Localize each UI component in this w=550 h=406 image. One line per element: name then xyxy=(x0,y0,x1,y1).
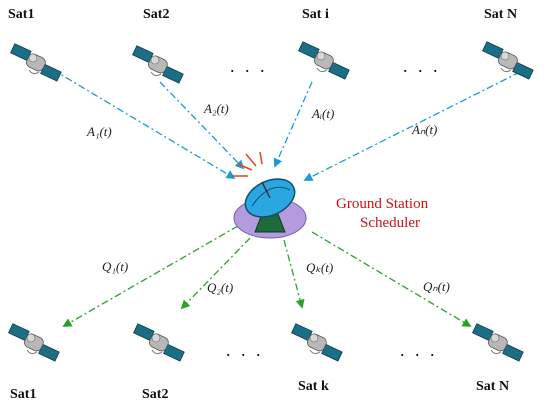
top-sat-label-i: Sat i xyxy=(302,7,329,22)
queue-arrow-k xyxy=(283,239,305,309)
satellite-icon xyxy=(10,43,62,82)
top-sat-label-2: Sat2 xyxy=(143,7,169,22)
arrival-label-2: A₂(t) xyxy=(203,101,229,116)
arrival-arrow-1 xyxy=(39,61,236,179)
arrival-label-n: Aₙ(t) xyxy=(411,122,437,137)
queue-label-n: Qₙ(t) xyxy=(423,279,450,294)
ground-station-antenna-icon xyxy=(232,151,307,239)
satellite-icon xyxy=(133,323,185,362)
bottom-sat-label-n: Sat N xyxy=(476,379,509,394)
arrival-arrow-i xyxy=(273,81,313,168)
satellite-icon xyxy=(291,323,343,362)
top-ellipsis-2: . . . xyxy=(403,56,441,76)
bottom-ellipsis-2: . . . xyxy=(400,340,438,360)
queue-label-1: Q₁(t) xyxy=(102,259,128,274)
bottom-sat-label-2: Sat2 xyxy=(142,387,168,402)
queue-label-k: Qₖ(t) xyxy=(306,260,333,275)
bottom-sat-label-k: Sat k xyxy=(298,379,329,394)
bottom-ellipsis-1: . . . xyxy=(226,340,264,360)
ground-station-label-line1: Ground Station xyxy=(336,196,429,212)
satellite-icon xyxy=(132,45,184,84)
satellite-icon xyxy=(472,323,524,362)
bottom-sat-label-1: Sat1 xyxy=(10,387,36,402)
arrival-label-i: Aᵢ(t) xyxy=(311,106,334,121)
queue-arrow-n xyxy=(311,231,472,327)
satellite-icon xyxy=(298,41,350,80)
queue-arrow-2 xyxy=(180,237,251,310)
top-sat-label-1: Sat1 xyxy=(8,7,34,22)
satellite-icon xyxy=(482,41,534,80)
top-sat-label-n: Sat N xyxy=(484,7,517,22)
satellite-icon xyxy=(8,323,60,362)
arrival-arrow-n xyxy=(303,71,521,181)
top-ellipsis-1: . . . xyxy=(230,56,268,76)
queue-arrow-1 xyxy=(62,225,239,327)
ground-station-label-line2: Scheduler xyxy=(360,215,420,231)
arrival-label-1: A₁(t) xyxy=(86,124,112,139)
queue-label-2: Q₂(t) xyxy=(207,280,233,295)
arrival-arrow-2 xyxy=(159,81,245,170)
